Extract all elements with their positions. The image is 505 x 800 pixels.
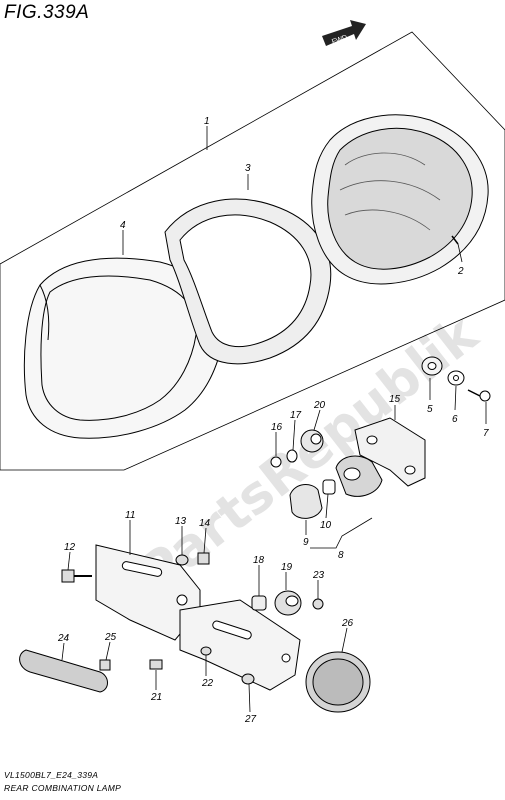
part-26-round-reflector [305,651,371,713]
callout-18: 18 [253,555,265,566]
callout-4: 4 [120,220,126,231]
part-13-washer [175,554,189,566]
callout-24: 24 [57,633,70,644]
callout-6: 6 [452,414,458,425]
callout-5: 5 [427,404,433,415]
part-18-collar [251,595,267,611]
callout-1: 1 [204,116,210,127]
part-21-screw [149,659,163,670]
fwd-label: FWD [331,34,348,46]
callout-7: 7 [483,428,489,439]
callout-16: 16 [271,422,283,433]
callout-13: 13 [175,516,187,527]
callout-17: 17 [290,410,302,421]
part-10-bulb-small [322,479,336,495]
figure-model-code: VL1500BL7_E24_339A [4,770,99,780]
callout-8: 8 [338,550,344,561]
part-8-socket-assembly [335,455,383,497]
part-17-collar [286,449,298,463]
callout-15: 15 [389,394,401,405]
figure-title: FIG.339A [4,2,90,23]
callout-14: 14 [199,518,211,529]
part-25-nut [99,659,111,671]
leader-lines [61,126,487,713]
callout-23: 23 [312,570,325,581]
figure-caption: REAR COMBINATION LAMP [4,783,122,793]
callout-21: 21 [150,692,162,703]
part-9-bulb [289,484,323,519]
part-22-nut [200,646,212,656]
part-27-nut [241,673,255,685]
callout-3: 3 [245,163,251,174]
callout-27: 27 [244,714,257,725]
assembly-outline [0,31,505,471]
lower-bracket [179,599,301,691]
callout-19: 19 [281,562,293,573]
part-3-gasket [164,198,332,365]
callout-25: 25 [104,632,117,643]
part-4-lamp-cover [23,257,227,439]
callout-10: 10 [320,520,332,531]
part-20-cushion [300,429,324,453]
part-12-bolt [61,569,92,583]
part-23-nut [312,598,324,610]
callout-9: 9 [303,537,309,548]
callout-22: 22 [201,678,214,689]
part-19-cushion [274,590,302,616]
callout-12: 12 [64,542,76,553]
part-2-screw [451,235,459,245]
part-7-screw [467,389,491,402]
part-16-nut [270,456,282,468]
callout-labels: 1 2 3 4 5 6 7 8 9 10 11 12 13 14 15 16 1… [57,116,489,725]
part-1-lamp-housing [311,114,489,285]
part-14-nut [197,552,210,565]
callout-26: 26 [341,618,354,629]
part-24-reflector [19,649,108,693]
callout-2: 2 [457,266,464,277]
callout-20: 20 [313,400,326,411]
callout-11: 11 [125,510,135,521]
fwd-arrow-icon: FWD [322,20,366,46]
